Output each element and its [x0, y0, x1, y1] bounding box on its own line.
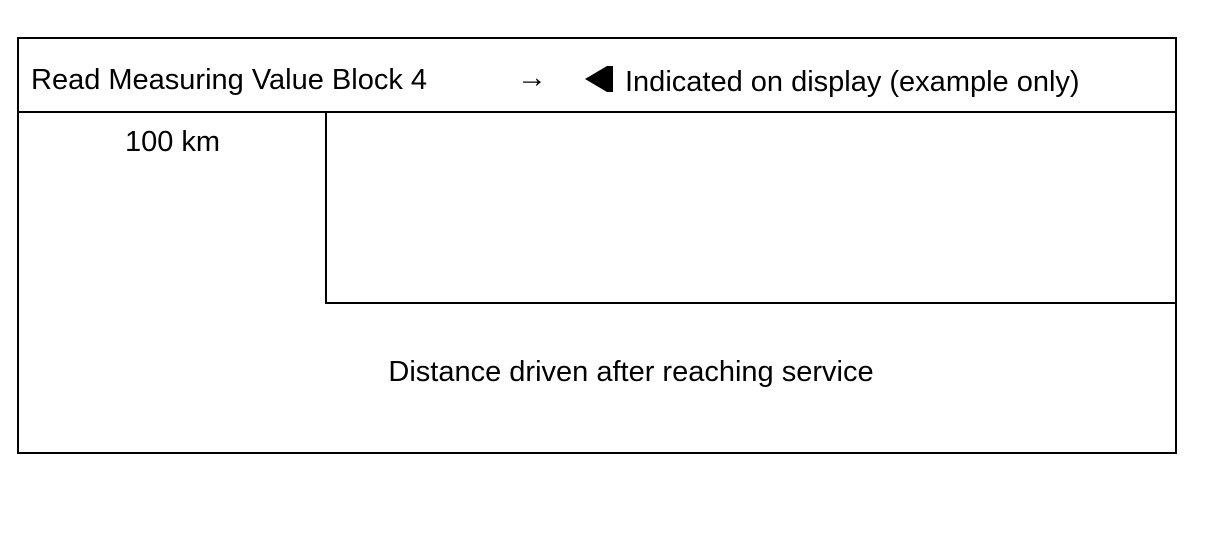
display-box — [325, 111, 1177, 304]
block-label: Read Measuring Value Block 4 — [31, 64, 428, 96]
display-note: Indicated on display (example only) — [625, 66, 1080, 98]
header-row: Read Measuring Value Block 4 → Indicated… — [19, 39, 1175, 113]
value-cell: 100 km — [19, 113, 326, 303]
caption: Distance driven after reaching service — [388, 356, 874, 388]
left-pointer-icon — [585, 66, 613, 92]
diagram-frame: Read Measuring Value Block 4 → Indicated… — [17, 37, 1177, 454]
right-arrow-icon: → — [517, 61, 547, 94]
distance-value: 100 km — [124, 126, 221, 158]
